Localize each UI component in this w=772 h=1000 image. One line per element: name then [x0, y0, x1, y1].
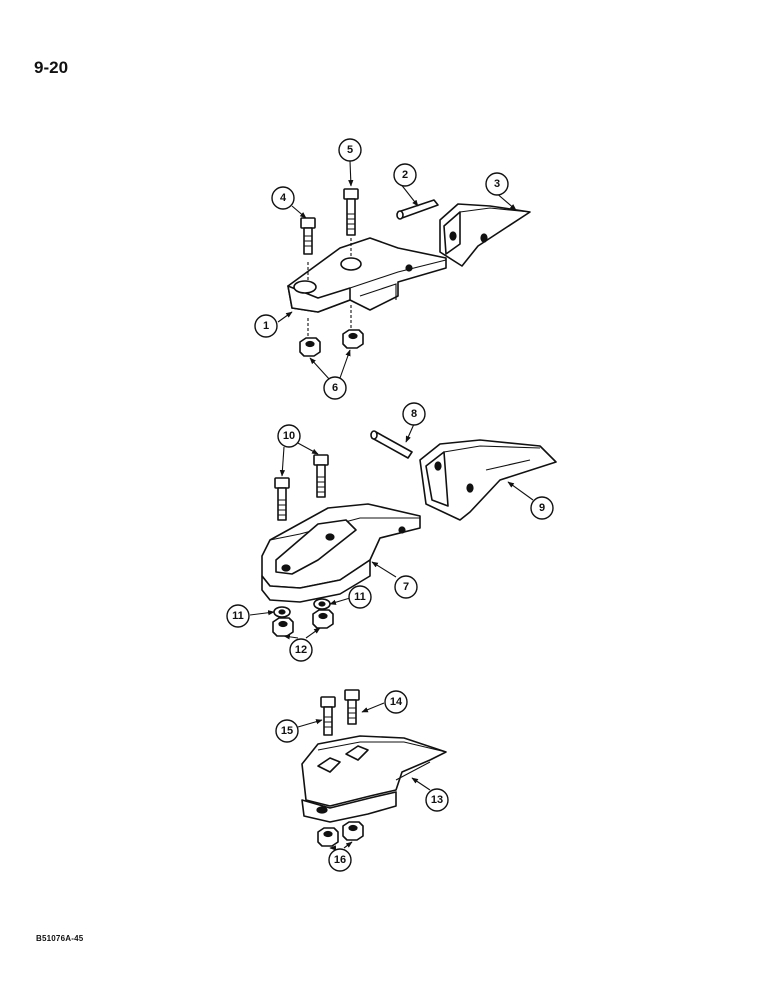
bolt-part-15 [320, 696, 336, 736]
svg-text:12: 12 [295, 644, 307, 656]
svg-text:1: 1 [263, 320, 269, 332]
callout-13: 13 [425, 788, 449, 812]
tooth-part-9 [419, 439, 557, 521]
adapter-part-1 [287, 237, 447, 313]
nut-part-6 [299, 305, 364, 357]
svg-text:14: 14 [390, 696, 403, 708]
callout-5: 5 [338, 138, 362, 162]
bolt-part-4 [300, 217, 316, 280]
adapter-assembly-middle [261, 430, 557, 637]
washer-part-11 [273, 598, 331, 618]
callout-10: 10 [277, 424, 301, 448]
callout-8: 8 [402, 402, 426, 426]
svg-text:5: 5 [347, 144, 353, 156]
bolt-part-10 [274, 454, 329, 521]
svg-text:7: 7 [403, 581, 409, 593]
callout-3: 3 [485, 172, 509, 196]
callout-6: 6 [323, 376, 347, 400]
svg-text:16: 16 [334, 854, 346, 866]
bolt-part-5 [343, 188, 359, 258]
callout-14: 14 [384, 690, 408, 714]
callout-11-left: 11 [226, 604, 250, 628]
adapter-assembly-top [287, 188, 531, 357]
tooth-assembly-bottom [301, 689, 447, 847]
pin-part-2 [396, 199, 439, 220]
svg-text:13: 13 [431, 794, 443, 806]
callout-12: 12 [289, 638, 313, 662]
svg-text:3: 3 [494, 178, 500, 190]
svg-text:2: 2 [402, 169, 408, 181]
tooth-part-3 [439, 203, 531, 267]
svg-text:11: 11 [232, 610, 244, 622]
bolt-part-14 [344, 689, 360, 725]
adapter-part-7 [261, 503, 421, 603]
callout-1: 1 [254, 314, 278, 338]
svg-text:9: 9 [539, 502, 545, 514]
svg-text:4: 4 [280, 192, 287, 204]
svg-text:6: 6 [332, 382, 338, 394]
callout-11-right: 11 [348, 585, 372, 609]
callout-7: 7 [394, 575, 418, 599]
tooth-part-13 [301, 735, 447, 823]
callout-15: 15 [275, 719, 299, 743]
nut-part-12 [272, 609, 334, 637]
nut-part-16 [317, 821, 364, 847]
callout-2: 2 [393, 163, 417, 187]
callout-16: 16 [328, 848, 352, 872]
callout-4: 4 [271, 186, 295, 210]
svg-text:8: 8 [411, 408, 417, 420]
callout-9: 9 [530, 496, 554, 520]
svg-text:15: 15 [281, 725, 293, 737]
svg-text:11: 11 [354, 591, 366, 603]
leader-lines [249, 160, 534, 851]
figure-code: B51076A-45 [36, 934, 84, 943]
page-number: 9-20 [34, 58, 69, 77]
pin-part-8 [370, 430, 413, 459]
svg-text:10: 10 [283, 430, 295, 442]
